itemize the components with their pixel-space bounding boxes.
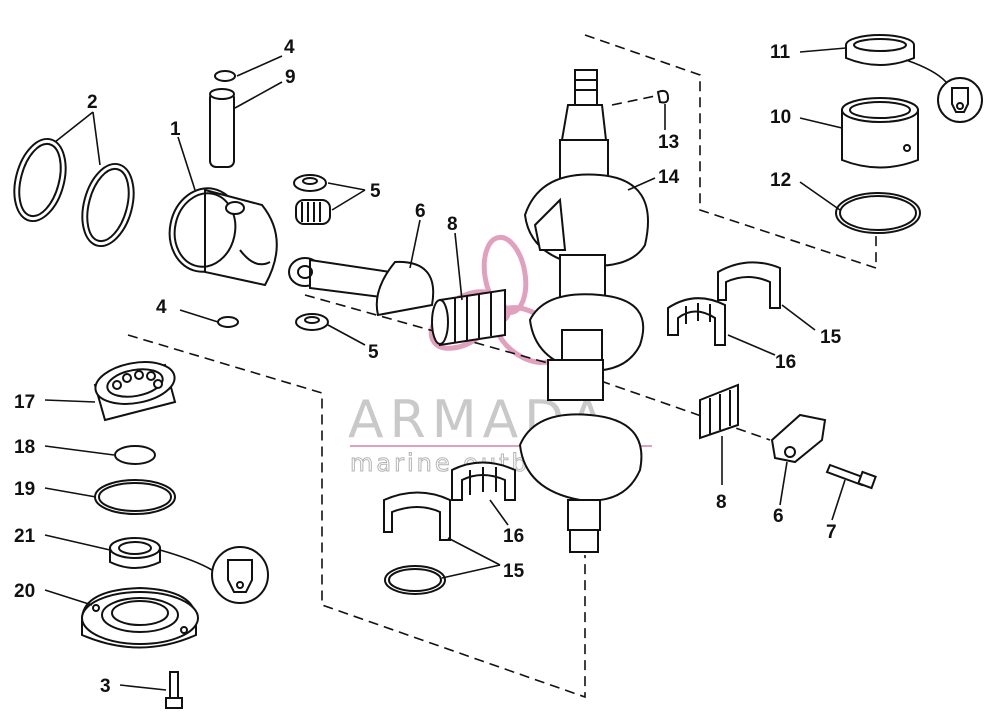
center-needle-bearing-right <box>667 297 726 346</box>
callout-14: 14 <box>658 167 680 188</box>
lower-bearing-housing <box>81 586 199 649</box>
rod-needle-bearing-upper <box>431 288 506 347</box>
leader-lines <box>44 47 847 691</box>
callout-19: 19 <box>14 479 35 500</box>
callout-12: 12 <box>770 170 791 191</box>
ball-bearing <box>93 361 177 422</box>
callout-16-left: 16 <box>503 526 524 547</box>
sealant-tube-icon <box>905 59 983 123</box>
callout-1: 1 <box>170 119 181 140</box>
connecting-rod <box>288 257 435 317</box>
callout-4-top: 4 <box>284 37 295 58</box>
piston-pin <box>209 88 235 168</box>
center-needle-bearing-left <box>451 461 516 501</box>
callout-10: 10 <box>770 107 791 128</box>
callout-6-right: 6 <box>773 506 784 527</box>
callout-labels: 2 1 4 9 5 6 8 4 5 13 14 11 10 12 15 16 8… <box>14 37 842 697</box>
callout-6-left: 6 <box>415 201 426 222</box>
housing-screw <box>165 671 183 709</box>
piston-rings <box>13 137 135 248</box>
callout-18: 18 <box>14 437 35 458</box>
crankshaft <box>518 69 649 553</box>
piston <box>168 187 278 287</box>
callout-7: 7 <box>826 522 837 543</box>
callout-9: 9 <box>285 67 296 88</box>
assembly-guide-lines <box>127 34 877 699</box>
callout-8-left: 8 <box>447 214 458 235</box>
callout-5-top: 5 <box>370 181 381 202</box>
callout-20: 20 <box>14 581 35 602</box>
connecting-rod-cap <box>770 413 827 464</box>
rod-needle-bearing-lower <box>699 383 739 440</box>
callout-15-right: 15 <box>820 327 842 348</box>
sealant-tube-icon <box>159 546 269 604</box>
callout-17: 17 <box>14 392 35 413</box>
callout-3: 3 <box>100 676 111 697</box>
callout-11: 11 <box>770 42 791 63</box>
center-bearing-sleeve-right <box>717 261 781 309</box>
callout-8-right: 8 <box>716 492 727 513</box>
callout-21: 21 <box>14 526 36 547</box>
rod-cap-bolt <box>825 463 877 490</box>
o-ring <box>94 479 176 515</box>
callout-13: 13 <box>658 132 679 153</box>
woodruff-key <box>656 89 670 104</box>
oil-seal <box>109 537 161 569</box>
callout-5-bottom: 5 <box>368 342 379 363</box>
retaining-ring <box>114 445 156 465</box>
upper-bearing-set <box>835 34 921 234</box>
callout-2: 2 <box>87 92 98 113</box>
callout-4-bottom: 4 <box>156 297 167 318</box>
pin-bearing-washers <box>293 174 331 331</box>
callout-16-right: 16 <box>775 352 796 373</box>
center-bearing-sleeve-left <box>383 491 451 595</box>
callout-15-left: 15 <box>503 561 525 582</box>
